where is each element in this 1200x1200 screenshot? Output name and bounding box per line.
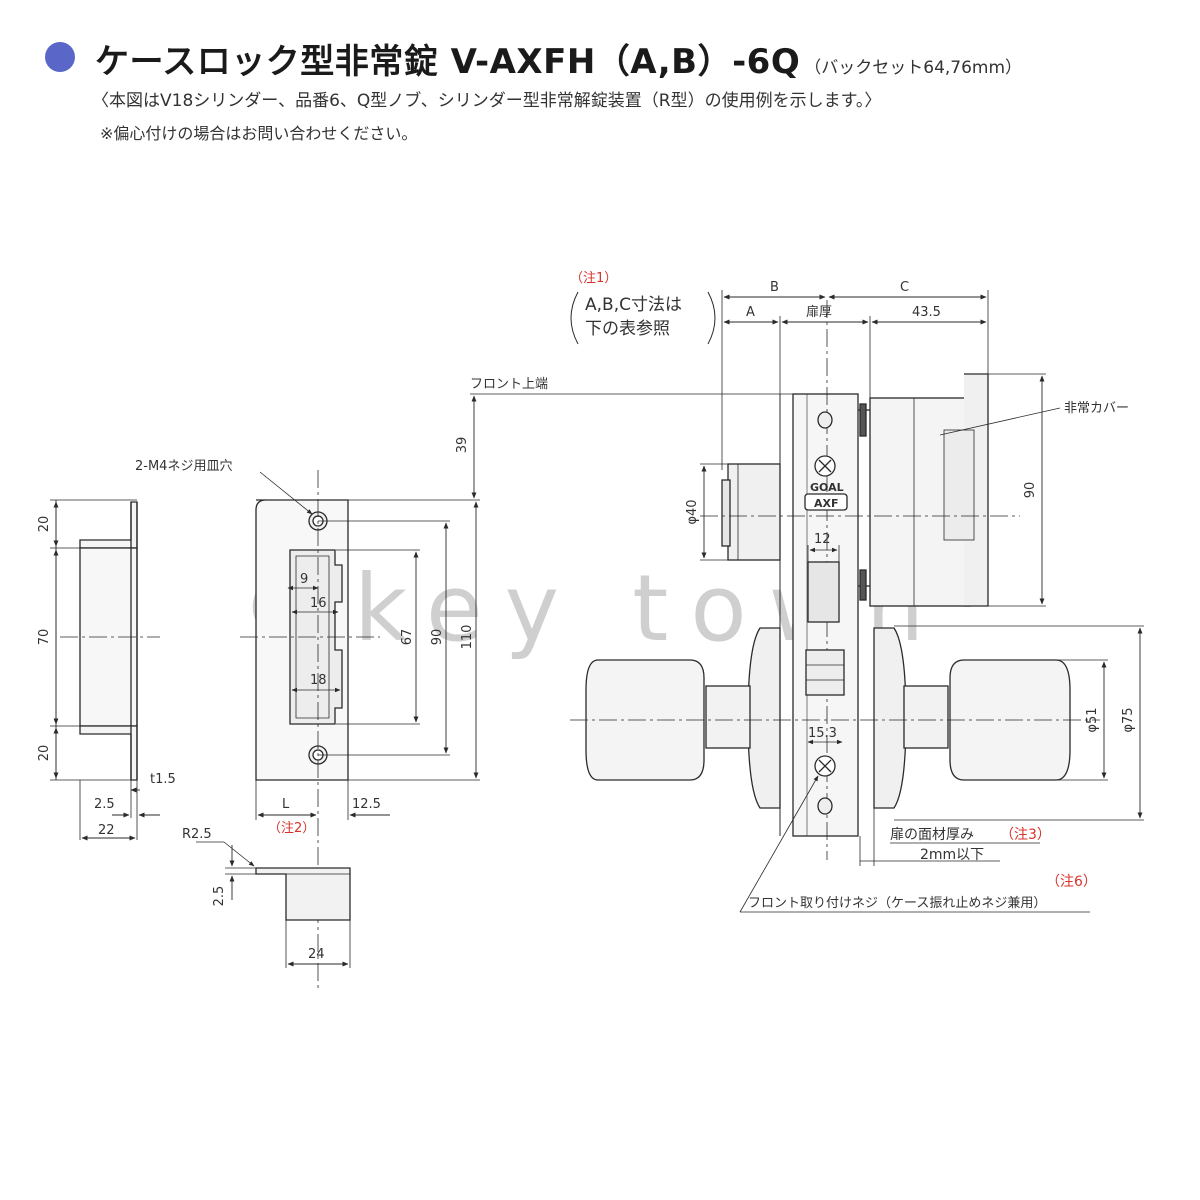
emergency-cover-label: 非常カバー <box>1064 401 1129 416</box>
front-screw-label: フロント取り付けネジ（ケース振れ止めネジ兼用） <box>748 896 1046 911</box>
note6-tag: （注6） <box>1046 874 1097 890</box>
logo-bottom-text: AXF <box>814 497 839 510</box>
note3-tag: （注3） <box>1000 827 1051 843</box>
note1-line2: 下の表参照 <box>585 319 670 339</box>
logo-top-text: GOAL <box>810 481 844 494</box>
note2-tag: （注2） <box>268 821 315 836</box>
dim-43-5: 43.5 <box>912 305 941 320</box>
dim-2-5-side: 2.5 <box>212 886 227 907</box>
dim-18: 18 <box>310 673 327 688</box>
dim-110: 110 <box>460 625 475 650</box>
dim-C: C <box>900 280 909 295</box>
dim-20-bottom: 20 <box>37 745 52 762</box>
dim-12: 12 <box>814 532 831 547</box>
lock-logo: GOAL AXF <box>810 481 844 510</box>
dim-L: L <box>282 797 290 812</box>
dim-90-right: 90 <box>1023 482 1038 499</box>
dim-24: 24 <box>308 947 325 962</box>
annotation-labels: （注1） A,B,C寸法は 下の表参照 扉の面材厚み （注3） 2mm以下 （注… <box>570 271 1097 911</box>
lock-assembly <box>470 290 1144 913</box>
title-bullet-icon <box>45 42 75 72</box>
dim-67: 67 <box>400 629 415 646</box>
dim-22: 22 <box>98 823 115 838</box>
two-mm-label: 2mm以下 <box>920 847 984 863</box>
page-title: ケースロック型非常錠 V-AXFH（A,B）-6Q（バックセット64,76mm） <box>95 34 1022 83</box>
eccentric-note: ※偏心付けの場合はお問い合わせください。 <box>100 124 418 143</box>
front-top-label: フロント上端 <box>470 377 548 392</box>
door-face-label: 扉の面材厚み <box>890 827 974 843</box>
dim-16: 16 <box>310 596 327 611</box>
dim-phi75: φ75 <box>1121 707 1136 732</box>
strike-side-view <box>50 499 160 841</box>
dim-A: A <box>746 305 755 320</box>
dim-phi40: φ40 <box>685 499 700 524</box>
dim-39: 39 <box>455 437 470 454</box>
strike-plate-front <box>240 470 480 990</box>
dimension-labels: 20 70 20 t1.5 2.5 22 2-M4ネジ用皿穴 9 16 18 6… <box>37 280 1136 962</box>
dim-12-5: 12.5 <box>352 797 381 812</box>
dim-r2-5: R2.5 <box>182 827 212 842</box>
backset-subtitle: （バックセット64,76mm） <box>804 58 1023 78</box>
note1-line1: A,B,C寸法は <box>585 295 682 315</box>
usage-description: 〈本図はV18シリンダー、品番6、Q型ノブ、シリンダー型非常解錠装置（R型）の使… <box>92 91 882 111</box>
dim-90-strike: 90 <box>430 629 445 646</box>
strike-bottom-section <box>196 841 351 968</box>
dim-2-5: 2.5 <box>94 797 115 812</box>
dim-20-top: 20 <box>37 516 52 533</box>
screw-holes-label: 2-M4ネジ用皿穴 <box>135 459 232 474</box>
dim-phi51: φ51 <box>1085 707 1100 732</box>
dim-t1-5: t1.5 <box>150 772 176 787</box>
dim-70: 70 <box>37 629 52 646</box>
dim-15-3: 15.3 <box>808 726 837 741</box>
dim-9: 9 <box>300 572 308 587</box>
page-header: ケースロック型非常錠 V-AXFH（A,B）-6Q（バックセット64,76mm）… <box>0 0 1200 150</box>
note1-tag: （注1） <box>570 271 617 286</box>
product-title: ケースロック型非常錠 V-AXFH（A,B）-6Q <box>95 42 801 82</box>
dim-B: B <box>770 280 779 295</box>
dim-door-thickness: 扉厚 <box>806 304 832 320</box>
